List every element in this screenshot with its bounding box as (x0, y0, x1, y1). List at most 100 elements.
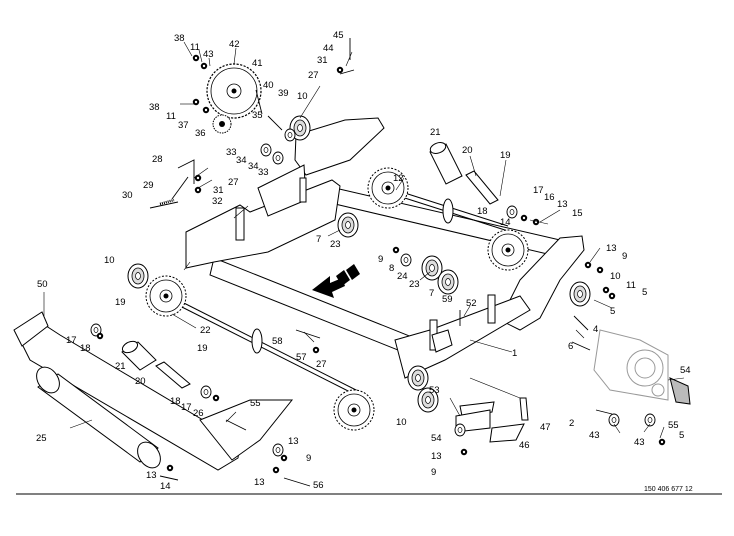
motor-unit (593, 329, 691, 405)
callout-24: 24 (397, 271, 408, 282)
callout-54: 54 (680, 365, 691, 376)
callout-23: 23 (409, 279, 420, 290)
callout-54: 54 (431, 433, 442, 444)
callout-21: 21 (430, 127, 441, 138)
leader-lines (43, 41, 685, 439)
hardware (149, 38, 613, 487)
callout-57: 57 (296, 352, 307, 363)
callout-34: 34 (248, 161, 259, 172)
callout-labels: 45 38 11 43 42 44 31 27 41 40 39 10 38 1… (36, 30, 691, 492)
callout-55: 55 (668, 420, 679, 431)
callout-45: 45 (333, 30, 344, 41)
callout-43: 43 (203, 49, 214, 60)
callout-20: 20 (135, 376, 146, 387)
small-gear-36 (212, 114, 232, 134)
callout-17: 17 (66, 335, 77, 346)
callout-27: 27 (308, 70, 319, 81)
callout-41: 41 (252, 58, 263, 69)
callout-10: 10 (396, 417, 407, 428)
callout-18: 18 (170, 396, 181, 407)
callout-32: 32 (212, 196, 223, 207)
callout-11: 11 (166, 111, 176, 122)
callout-5: 5 (642, 287, 647, 298)
hub-tubes (121, 142, 499, 389)
callout-52: 52 (466, 298, 477, 309)
callout-14: 14 (160, 481, 171, 492)
callout-13: 13 (288, 436, 299, 447)
callout-9: 9 (378, 254, 383, 265)
callout-8: 8 (389, 263, 394, 274)
callout-42: 42 (229, 39, 240, 50)
callout-35: 35 (252, 110, 263, 121)
callout-58: 58 (272, 336, 283, 347)
callout-31: 31 (317, 55, 328, 66)
callout-38: 38 (174, 33, 185, 44)
callout-5: 5 (679, 430, 684, 441)
callout-13: 13 (557, 199, 568, 210)
callout-56: 56 (313, 480, 324, 491)
callout-1: 1 (512, 348, 517, 359)
callout-43: 43 (634, 437, 645, 448)
callout-39: 39 (278, 88, 289, 99)
callout-18: 18 (80, 343, 91, 354)
small-brackets (431, 329, 529, 443)
callout-2: 2 (569, 418, 574, 429)
callout-28: 28 (152, 154, 163, 165)
document-number: 150 406 677 12 (644, 486, 693, 493)
callout-19: 19 (115, 297, 126, 308)
callout-13: 13 (146, 470, 157, 481)
callout-43: 43 (589, 430, 600, 441)
callout-7: 7 (316, 234, 321, 245)
callout-53: 53 (429, 385, 440, 396)
callout-23: 23 (330, 239, 341, 250)
callout-19: 19 (500, 150, 511, 161)
callout-13: 13 (431, 451, 442, 462)
callout-25: 25 (36, 433, 47, 444)
callout-6: 6 (568, 341, 573, 352)
callout-59: 59 (442, 294, 453, 305)
callout-9: 9 (431, 467, 436, 478)
callout-34: 34 (236, 155, 247, 166)
callout-11: 11 (190, 42, 200, 53)
large-gear-42 (206, 63, 262, 119)
callout-38: 38 (149, 102, 160, 113)
callout-12: 12 (393, 173, 404, 184)
callout-27: 27 (316, 359, 327, 370)
callout-5: 5 (610, 306, 615, 317)
callout-29: 29 (143, 180, 154, 191)
callout-15: 15 (572, 208, 583, 219)
callout-26: 26 (193, 408, 204, 419)
callout-14: 14 (500, 217, 511, 228)
callout-17: 17 (533, 185, 544, 196)
callout-10: 10 (104, 255, 115, 266)
callout-10: 10 (297, 91, 308, 102)
callout-44: 44 (323, 43, 334, 54)
callout-19: 19 (197, 343, 208, 354)
callout-46: 46 (519, 440, 530, 451)
callout-40: 40 (263, 80, 274, 91)
callout-17: 17 (181, 402, 192, 413)
callout-11: 11 (626, 280, 636, 291)
callout-22: 22 (200, 325, 211, 336)
callout-36: 36 (195, 128, 206, 139)
callout-31: 31 (213, 185, 224, 196)
callout-50: 50 (37, 279, 48, 290)
callout-13: 13 (254, 477, 265, 488)
callout-4: 4 (593, 324, 598, 335)
main-frame (185, 117, 585, 379)
callout-33: 33 (226, 147, 237, 158)
callout-30: 30 (122, 190, 133, 201)
callout-33: 33 (258, 167, 269, 178)
callout-13: 13 (606, 243, 617, 254)
callout-7: 7 (429, 288, 434, 299)
callout-37: 37 (178, 120, 189, 131)
callout-21: 21 (115, 361, 126, 372)
callout-20: 20 (462, 145, 473, 156)
callout-16: 16 (544, 192, 555, 203)
callout-9: 9 (306, 453, 311, 464)
callout-9: 9 (622, 251, 627, 262)
callout-27: 27 (228, 177, 239, 188)
callout-55: 55 (250, 398, 261, 409)
